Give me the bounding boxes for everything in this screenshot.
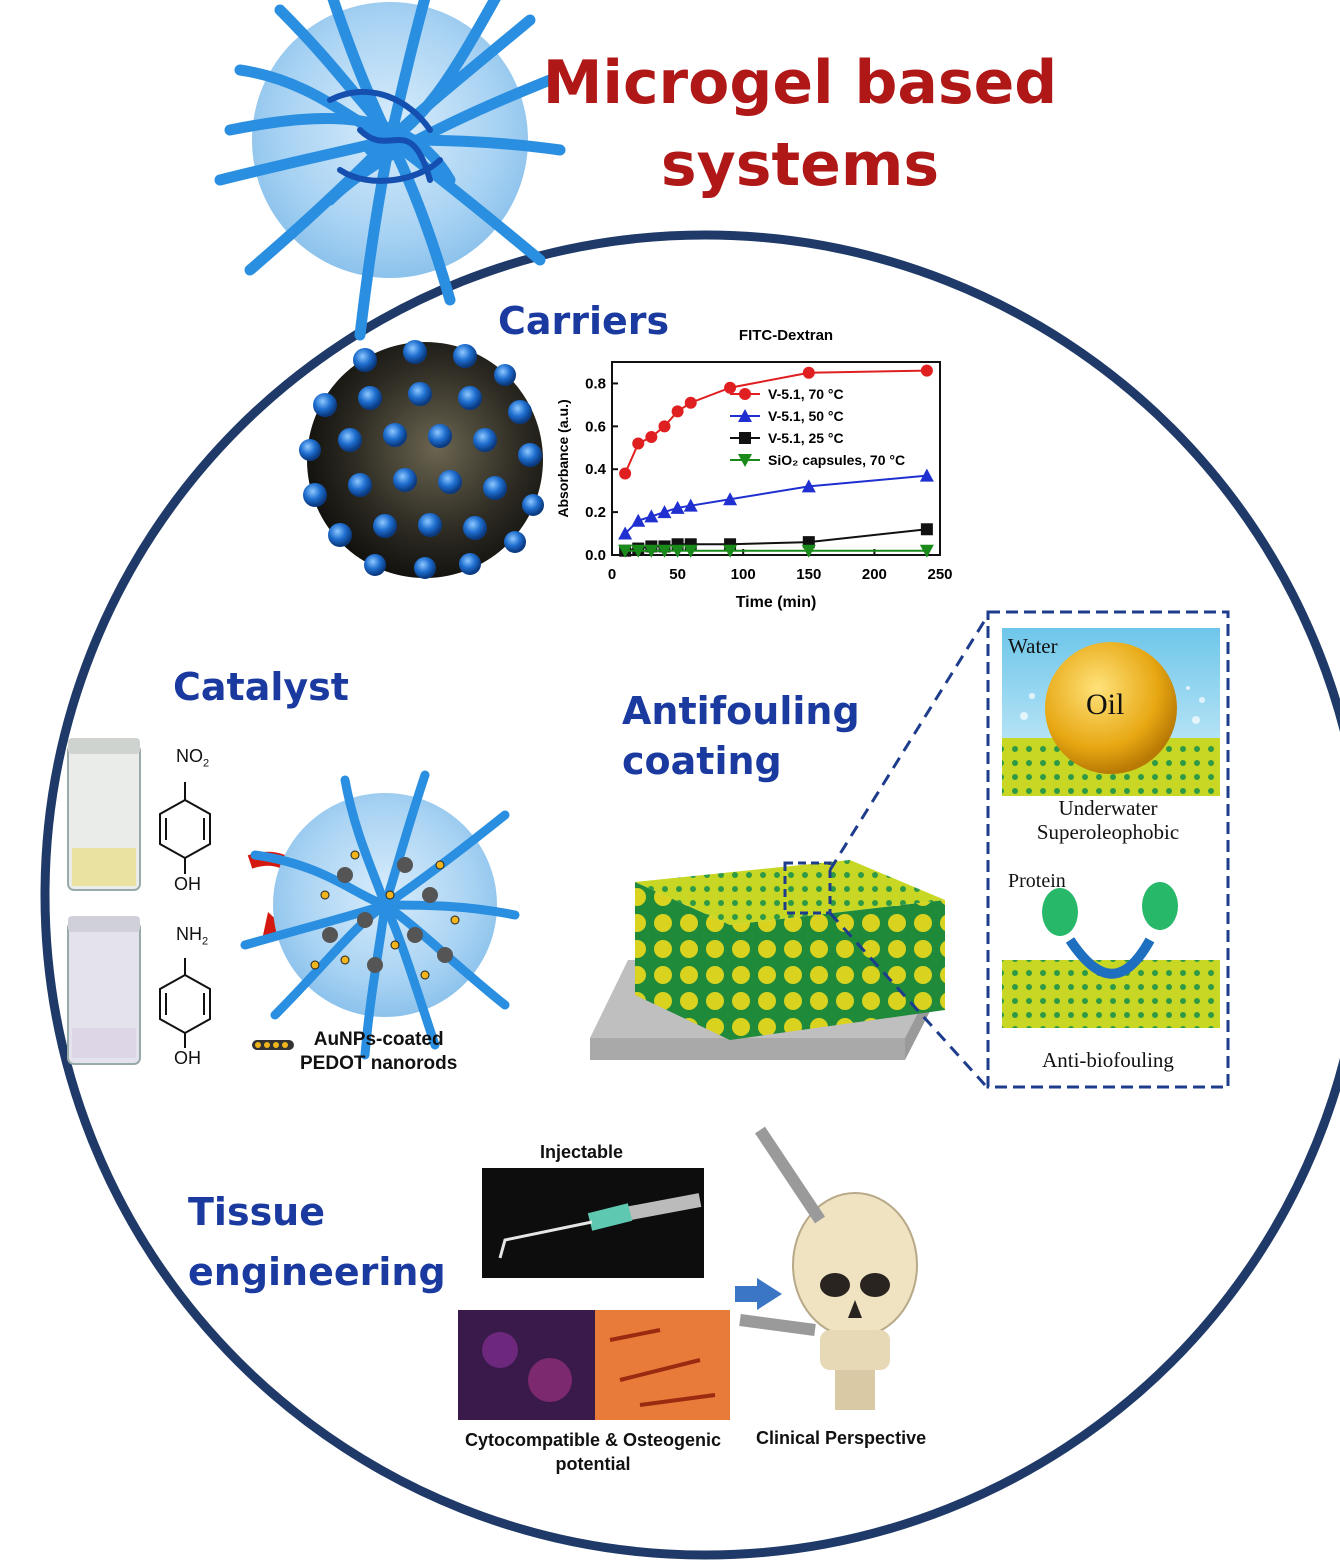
heading-carriers: Carriers bbox=[498, 299, 670, 343]
heading-antifouling-line-2: coating bbox=[622, 739, 782, 783]
data-point-1 bbox=[802, 366, 815, 379]
chart-frame bbox=[611, 361, 941, 556]
heading-antifouling-line-1: Antifouling bbox=[622, 689, 860, 733]
zoom-box bbox=[986, 610, 1230, 1089]
series-line-2 bbox=[624, 474, 927, 535]
data-point-4 bbox=[657, 544, 672, 558]
y-tick-label: 0.4 bbox=[585, 461, 607, 478]
data-point-4 bbox=[723, 544, 738, 558]
label-oh-bottom: OH bbox=[174, 1048, 201, 1068]
data-point-1 bbox=[671, 405, 684, 418]
skull-illustration bbox=[739, 1126, 918, 1410]
y-tick-label: 0.8 bbox=[585, 375, 606, 392]
chart-y-label: Absorbance (a.u.) bbox=[555, 399, 571, 517]
data-point-1 bbox=[632, 437, 645, 450]
molecule-structures bbox=[159, 782, 211, 1048]
nanorod-legend-line-1: AuNPs-coated bbox=[313, 1029, 444, 1050]
data-point-1 bbox=[684, 396, 697, 409]
data-point-4 bbox=[644, 544, 659, 558]
x-tick-label: 50 bbox=[669, 566, 686, 583]
injectable-photo bbox=[482, 1168, 704, 1278]
page-title: Microgel based systems bbox=[520, 42, 1080, 206]
data-point-2 bbox=[723, 492, 738, 506]
label-nitro-group: NO2 bbox=[176, 746, 210, 770]
nanorod-legend: AuNPs-coated PEDOT nanorods bbox=[300, 1028, 457, 1076]
catalyst-vials bbox=[67, 738, 141, 1065]
data-point-2 bbox=[919, 468, 934, 482]
title-line-2: systems bbox=[660, 130, 940, 200]
data-point-2 bbox=[618, 526, 633, 540]
data-point-4 bbox=[618, 544, 633, 558]
caption-clinical-perspective: Clinical Perspective bbox=[756, 1428, 927, 1448]
caption-superoleophobic-line-1: Underwater bbox=[1058, 796, 1158, 820]
chart-x-label: Time (min) bbox=[736, 594, 817, 611]
coating-slab bbox=[590, 619, 987, 1087]
heading-tissue-engineering: Tissue engineering bbox=[188, 1182, 446, 1302]
data-point-2 bbox=[670, 500, 685, 514]
caption-cytocompatible-line-1: Cytocompatible & Osteogenic bbox=[464, 1430, 722, 1450]
catalyst-microgel bbox=[240, 770, 520, 1060]
label-amino-group: NH2 bbox=[176, 924, 209, 948]
data-point-1 bbox=[724, 381, 737, 394]
cell-images bbox=[458, 1310, 730, 1420]
heading-antifouling: Antifouling coating bbox=[622, 686, 860, 786]
label-water: Water bbox=[1008, 634, 1058, 658]
legend-marker-1 bbox=[739, 388, 751, 400]
caption-cytocompatible-line-2: potential bbox=[555, 1454, 631, 1474]
microgel-illustration bbox=[214, 0, 566, 341]
legend-label-4: SiO₂ capsules, 70 °C bbox=[768, 452, 905, 468]
legend-label-3: V-5.1, 25 °C bbox=[768, 430, 844, 446]
data-point-1 bbox=[619, 467, 632, 480]
caption-superoleophobic-line-2: Superoleophobic bbox=[1036, 820, 1180, 844]
data-point-2 bbox=[644, 509, 659, 523]
enclosing-circle bbox=[40, 230, 1340, 1560]
x-tick-label: 100 bbox=[731, 566, 756, 583]
data-point-1 bbox=[658, 420, 671, 433]
data-point-1 bbox=[645, 431, 658, 444]
data-point-4 bbox=[801, 544, 816, 558]
nanorod-legend-glyph bbox=[252, 1040, 294, 1050]
label-protein: Protein bbox=[1008, 870, 1066, 892]
data-point-2 bbox=[631, 513, 646, 527]
data-point-2 bbox=[657, 505, 672, 519]
heading-tissue-line-1: Tissue bbox=[188, 1190, 326, 1234]
caption-cytocompatible: Cytocompatible & Osteogenic potential bbox=[448, 1428, 738, 1476]
x-tick-label: 250 bbox=[927, 566, 952, 583]
data-point-2 bbox=[683, 498, 698, 512]
legend-marker-2 bbox=[738, 409, 752, 422]
title-line-1: Microgel based bbox=[542, 48, 1058, 118]
x-tick-label: 200 bbox=[862, 566, 887, 583]
data-point-1 bbox=[920, 364, 933, 377]
data-point-4 bbox=[670, 544, 685, 558]
caption-anti-biofouling: Anti-biofouling bbox=[1042, 1048, 1174, 1072]
legend-label-2: V-5.1, 50 °C bbox=[768, 408, 844, 424]
data-point-4 bbox=[919, 544, 934, 558]
carrier-sphere bbox=[299, 340, 544, 579]
caption-superoleophobic: Underwater Superoleophobic bbox=[1000, 796, 1216, 844]
x-tick-label: 0 bbox=[608, 566, 616, 583]
data-point-2 bbox=[801, 479, 816, 493]
label-injectable: Injectable bbox=[540, 1142, 624, 1162]
x-tick-label: 150 bbox=[796, 566, 821, 583]
y-tick-label: 0.6 bbox=[585, 418, 606, 435]
legend-label-1: V-5.1, 70 °C bbox=[768, 386, 844, 402]
heading-catalyst: Catalyst bbox=[173, 665, 349, 709]
data-point-3 bbox=[920, 523, 933, 536]
nanorod-legend-line-2: PEDOT nanorods bbox=[300, 1053, 458, 1074]
legend-marker-3 bbox=[739, 432, 751, 444]
y-tick-label: 0.0 bbox=[585, 547, 606, 564]
label-oh-top: OH bbox=[174, 874, 201, 894]
chart-title: FITC-Dextran bbox=[739, 327, 833, 344]
label-oil: Oil bbox=[1086, 688, 1125, 721]
data-point-4 bbox=[683, 544, 698, 558]
blue-arrow bbox=[735, 1278, 782, 1310]
y-tick-label: 0.2 bbox=[585, 504, 606, 521]
data-point-4 bbox=[631, 544, 646, 558]
legend-marker-4 bbox=[738, 454, 752, 467]
heading-tissue-line-2: engineering bbox=[188, 1250, 446, 1294]
